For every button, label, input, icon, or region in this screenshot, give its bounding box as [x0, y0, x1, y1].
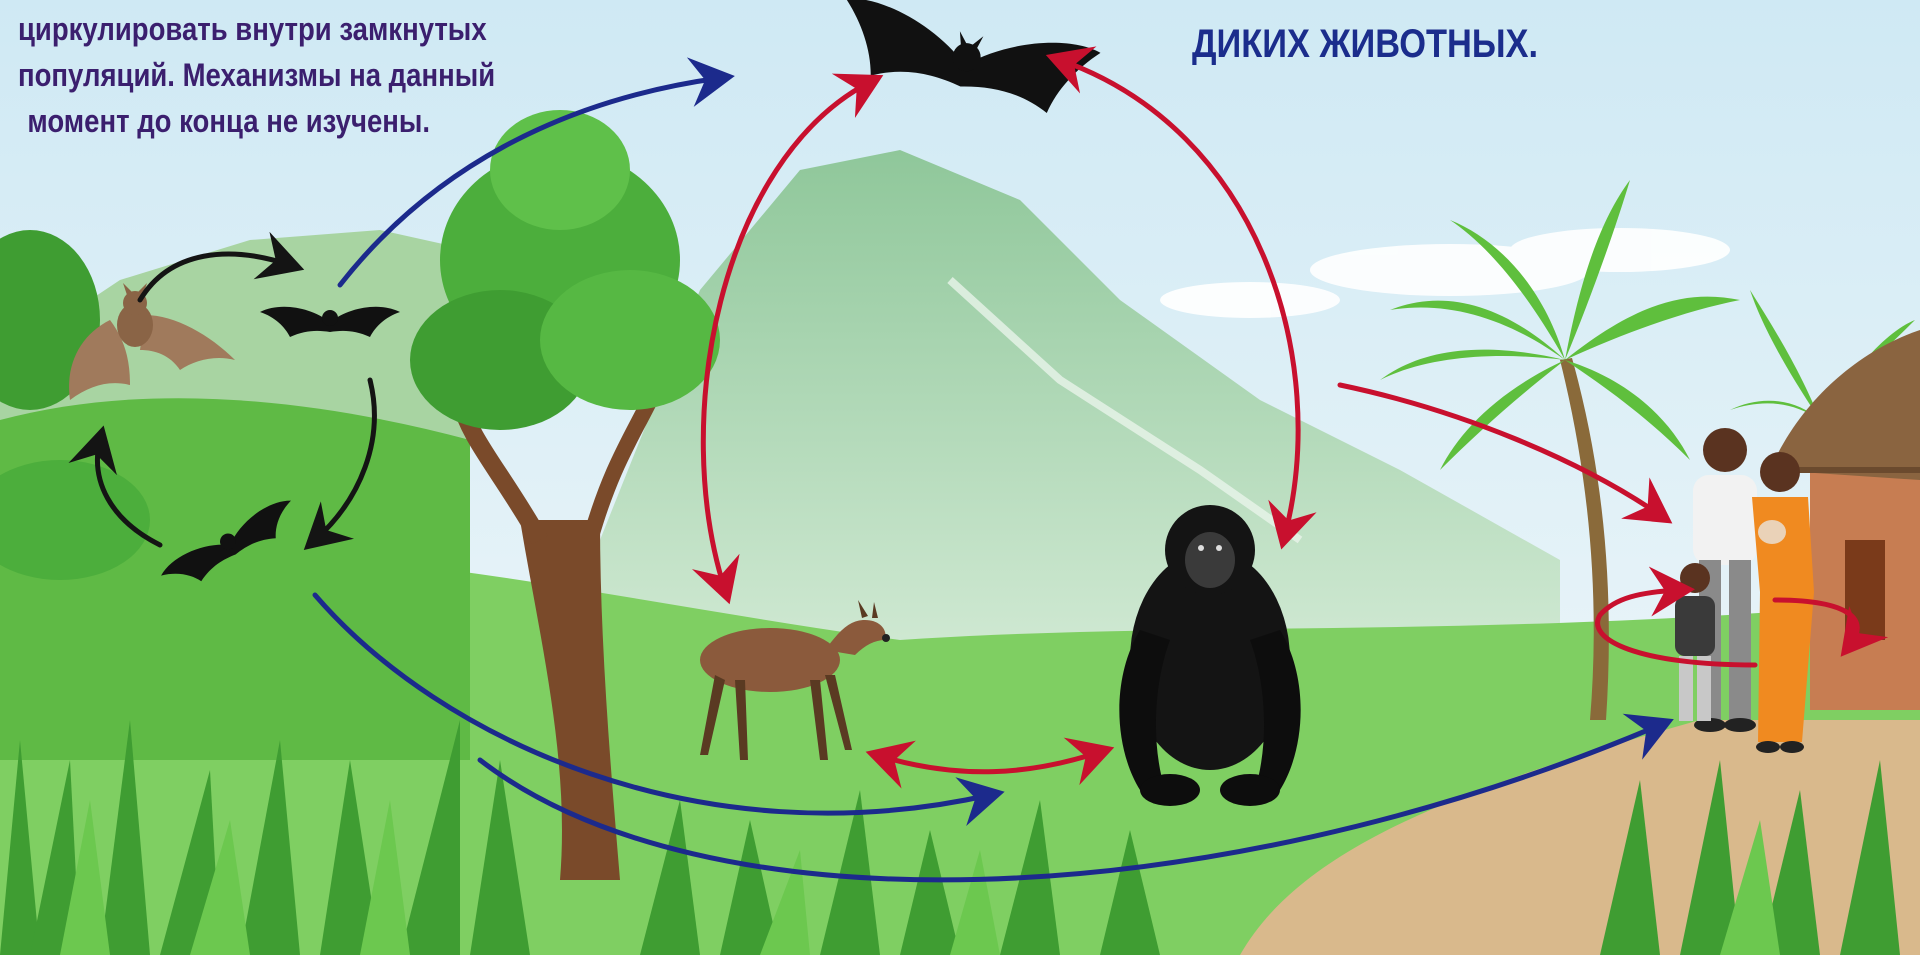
left-caption-line-2: популяций. Механизмы на данный — [18, 52, 439, 98]
left-caption: циркулировать внутри замкнутых популяций… — [18, 6, 439, 144]
top-caption: ДИКИХ ЖИВОТНЫХ. — [1192, 22, 1538, 67]
left-caption-line-1: циркулировать внутри замкнутых — [18, 6, 439, 52]
left-caption-line-3: момент до конца не изучены. — [18, 98, 439, 144]
